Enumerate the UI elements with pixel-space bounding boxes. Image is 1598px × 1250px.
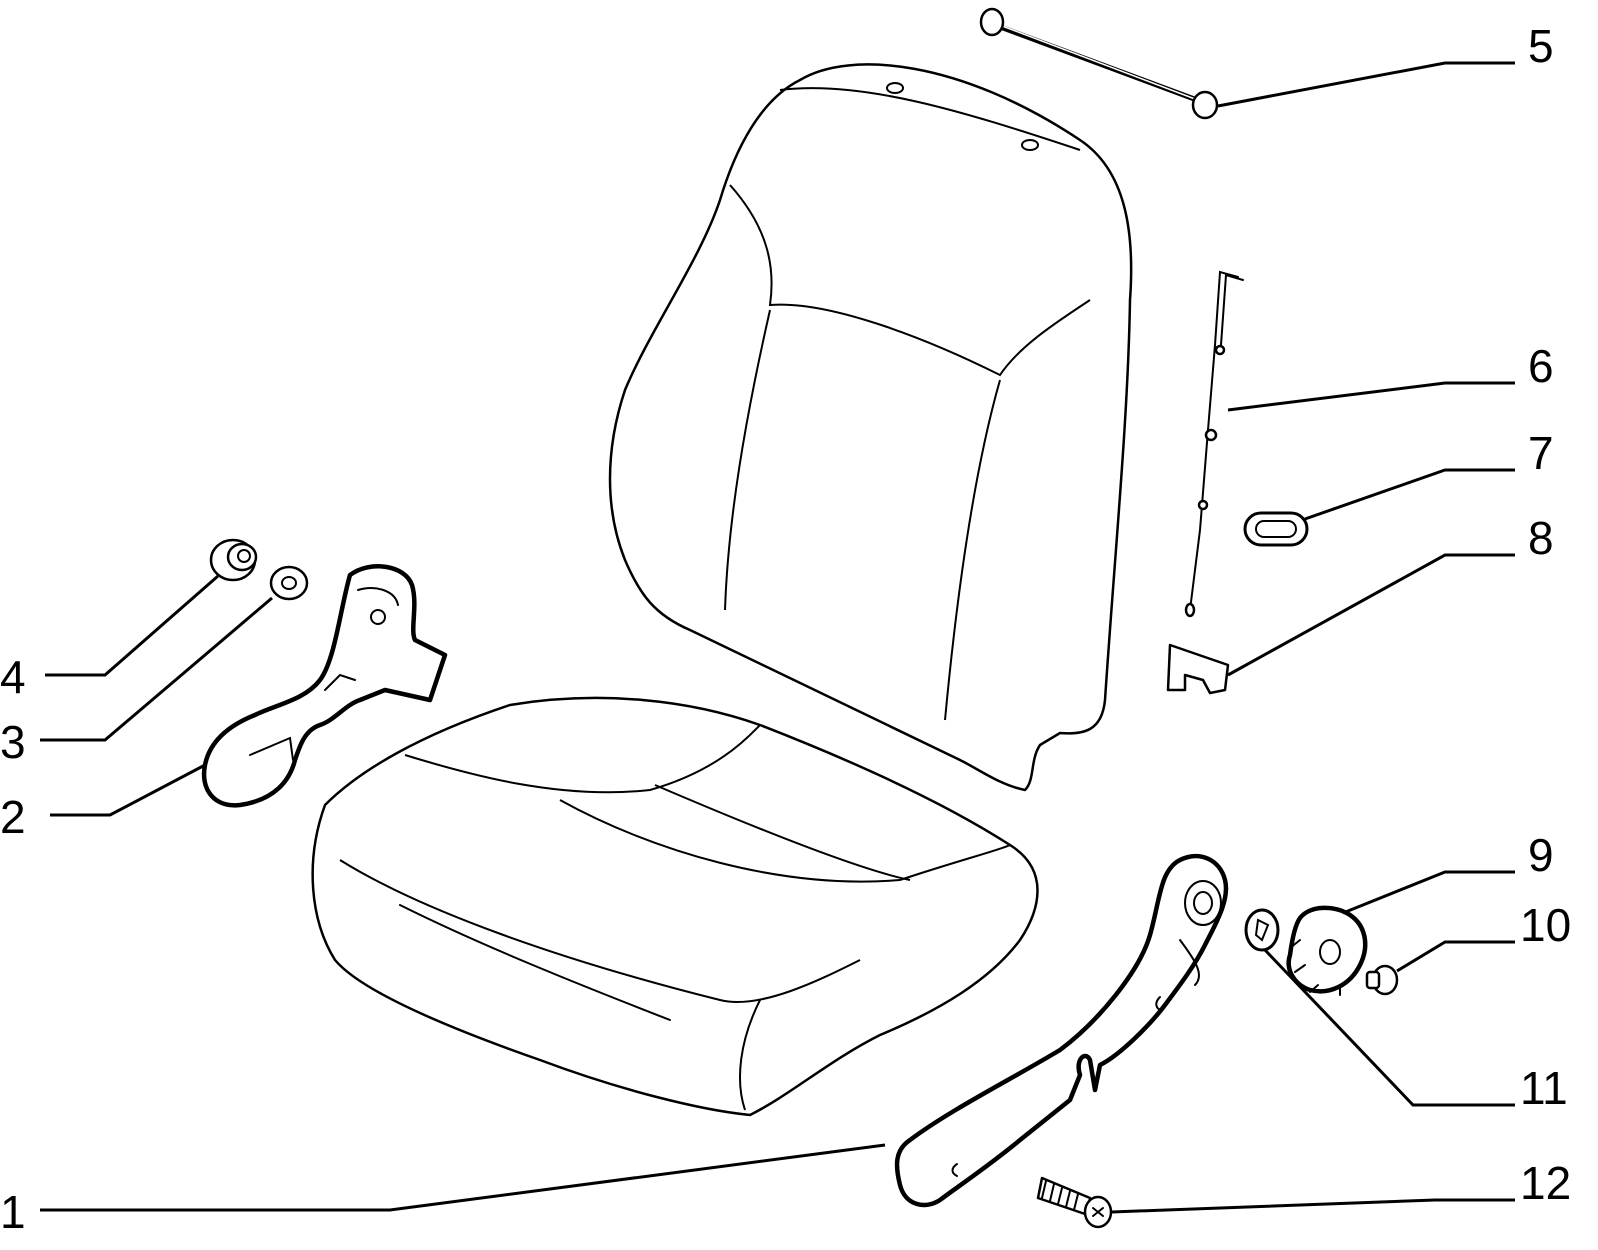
- part-11-circlip: [1244, 908, 1280, 952]
- part-1-outer-hinge-cover: [894, 853, 1229, 1208]
- part-10-cap: [1365, 964, 1399, 996]
- callout-9: 9: [1528, 829, 1554, 881]
- leader-10: [1396, 940, 1515, 973]
- leader-8: [1227, 553, 1515, 677]
- part-3-washer: [269, 565, 309, 601]
- callout-5: 5: [1528, 20, 1554, 72]
- part-5-rod: [979, 7, 1219, 120]
- part-12-screw: [1036, 1176, 1113, 1229]
- part-4-bush: [209, 538, 258, 582]
- callout-7: 7: [1528, 427, 1554, 479]
- part-6-cable: [1184, 270, 1244, 618]
- leader-2: [50, 763, 206, 817]
- leader-1: [40, 1143, 886, 1212]
- leader-5: [1217, 61, 1515, 108]
- leader-12: [1111, 1198, 1515, 1214]
- part-8-clip: [1166, 643, 1230, 695]
- leader-7: [1304, 468, 1515, 521]
- seat-cushion: [311, 696, 1039, 1117]
- part-2-inner-hinge-cover: [201, 564, 448, 808]
- leader-9: [1342, 870, 1515, 915]
- callout-4: 4: [0, 651, 26, 703]
- callout-1: 1: [0, 1186, 26, 1238]
- leader-3: [40, 596, 273, 742]
- leader-11: [1263, 948, 1515, 1107]
- leader-6: [1227, 381, 1515, 412]
- leader-4: [45, 574, 219, 677]
- callout-10: 10: [1520, 899, 1571, 951]
- callout-6: 6: [1528, 340, 1554, 392]
- callout-labels: 1 2 3 4 5 6 7 8 9 10 11 12: [0, 20, 1571, 1238]
- leader-lines: [40, 61, 1515, 1214]
- callout-12: 12: [1520, 1157, 1571, 1209]
- part-7-grommet: [1243, 511, 1309, 547]
- callout-3: 3: [0, 716, 26, 768]
- callout-8: 8: [1528, 512, 1554, 564]
- part-9-knob: [1286, 905, 1368, 996]
- callout-11: 11: [1520, 1062, 1568, 1114]
- callout-2: 2: [0, 791, 26, 843]
- seat-backrest: [608, 63, 1133, 792]
